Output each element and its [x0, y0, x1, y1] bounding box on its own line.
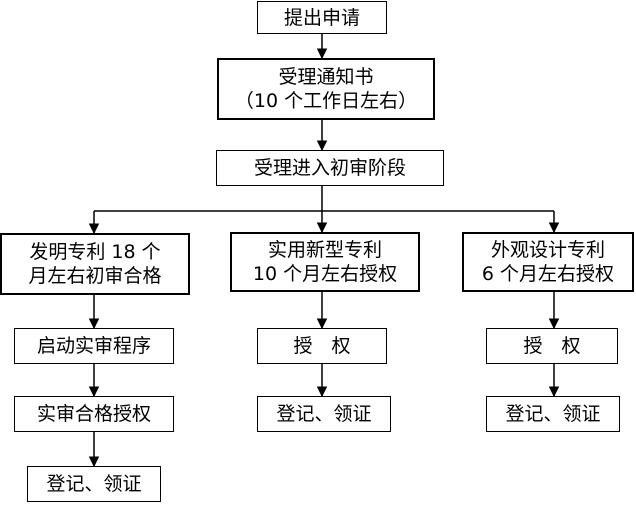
node-text: 启动实审程序 [36, 335, 151, 357]
node-invention-register: 登记、领证 [27, 466, 161, 502]
node-text: 受理进入初审阶段 [253, 157, 406, 179]
node-text: 发明专利 18 个 [29, 241, 161, 263]
node-substantive-grant: 实审合格授权 [14, 396, 174, 432]
node-design-grant: 授 权 [486, 328, 618, 364]
node-text: 实审合格授权 [36, 403, 151, 425]
node-text: 授 权 [293, 335, 351, 357]
node-utility-register: 登记、领证 [257, 396, 391, 432]
node-utility-grant: 授 权 [257, 328, 387, 364]
node-text: 6 个月左右授权 [481, 263, 615, 285]
node-submit-application: 提出申请 [257, 1, 387, 34]
node-text: 实用新型专利 [267, 239, 382, 261]
node-text: 登记、领证 [46, 473, 142, 495]
node-design-register: 登记、领证 [486, 396, 620, 432]
node-invention-patent: 发明专利 18 个 月左右初审合格 [0, 233, 190, 295]
node-acceptance-notice: 受理通知书 （10 个工作日左右） [217, 58, 435, 120]
node-text: 提出申请 [283, 6, 360, 29]
node-text: 10 个月左右授权 [252, 263, 398, 285]
node-text: 授 权 [523, 335, 581, 357]
node-text: 外观设计专利 [490, 239, 605, 261]
node-text: 受理通知书 [278, 66, 374, 88]
node-start-substantive-exam: 启动实审程序 [14, 328, 174, 364]
node-utility-model-patent: 实用新型专利 10 个月左右授权 [230, 232, 420, 292]
node-text: 月左右初审合格 [28, 265, 162, 287]
node-preliminary-exam: 受理进入初审阶段 [216, 150, 444, 186]
node-design-patent: 外观设计专利 6 个月左右授权 [462, 232, 634, 292]
node-text: （10 个工作日左右） [234, 90, 418, 112]
node-text: 登记、领证 [505, 403, 601, 425]
node-text: 登记、领证 [276, 403, 372, 425]
